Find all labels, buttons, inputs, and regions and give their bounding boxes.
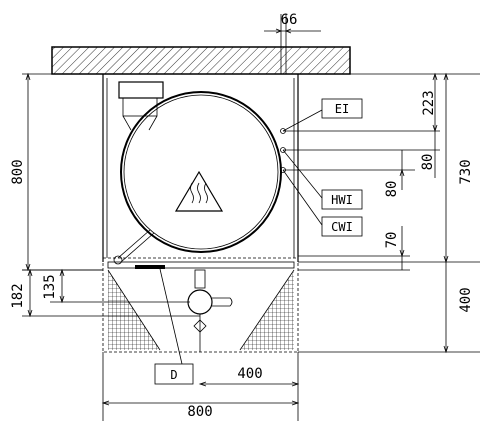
hwi-callout: HWI	[282, 149, 363, 210]
cwi-label: CWI	[331, 220, 353, 234]
connection-guides	[280, 14, 287, 74]
exhaust-hopper	[118, 81, 164, 131]
dim-80-pair: 80 80	[283, 131, 440, 197]
dim-730: 730	[298, 72, 480, 264]
dim-800-width: 800	[101, 352, 300, 421]
dim-223: 223	[283, 72, 440, 133]
dim-800-height: 800	[10, 72, 103, 272]
dim-182-135: 182 135	[10, 268, 200, 318]
dim-66-label: 66	[281, 12, 298, 28]
dim-400-base: 400	[298, 262, 480, 354]
dim-400-drain-label: 400	[237, 366, 262, 382]
hot-surface-warning-icon	[174, 170, 224, 212]
cwi-callout: CWI	[282, 169, 363, 237]
dim-66: 66	[264, 12, 321, 34]
dim-223-label: 223	[421, 90, 437, 115]
drain-bar	[135, 265, 165, 269]
dim-182-label: 182	[10, 283, 26, 308]
cabinet-outline	[102, 74, 299, 262]
dim-800-height-label: 800	[10, 159, 26, 184]
drum	[120, 91, 282, 253]
drain-label: D	[170, 368, 177, 382]
door-arm	[113, 229, 155, 265]
dim-70-label: 70	[384, 232, 400, 249]
hwi-label: HWI	[331, 193, 353, 207]
dim-70: 70	[298, 226, 410, 271]
drain-callout: D	[154, 268, 194, 385]
dim-80-a-label: 80	[384, 181, 400, 198]
drain-pipe	[187, 269, 233, 352]
ei-label: EI	[335, 102, 349, 116]
dim-800-width-label: 800	[187, 404, 212, 420]
dim-400-drain: 400	[198, 352, 300, 421]
ei-callout: EI	[282, 98, 363, 132]
dim-400-base-label: 400	[458, 287, 474, 312]
dim-80-b-label: 80	[420, 154, 436, 171]
dim-135-label: 135	[42, 274, 58, 299]
dim-730-label: 730	[458, 159, 474, 184]
base-plinth	[102, 257, 299, 353]
ceiling-hatch	[51, 46, 351, 75]
